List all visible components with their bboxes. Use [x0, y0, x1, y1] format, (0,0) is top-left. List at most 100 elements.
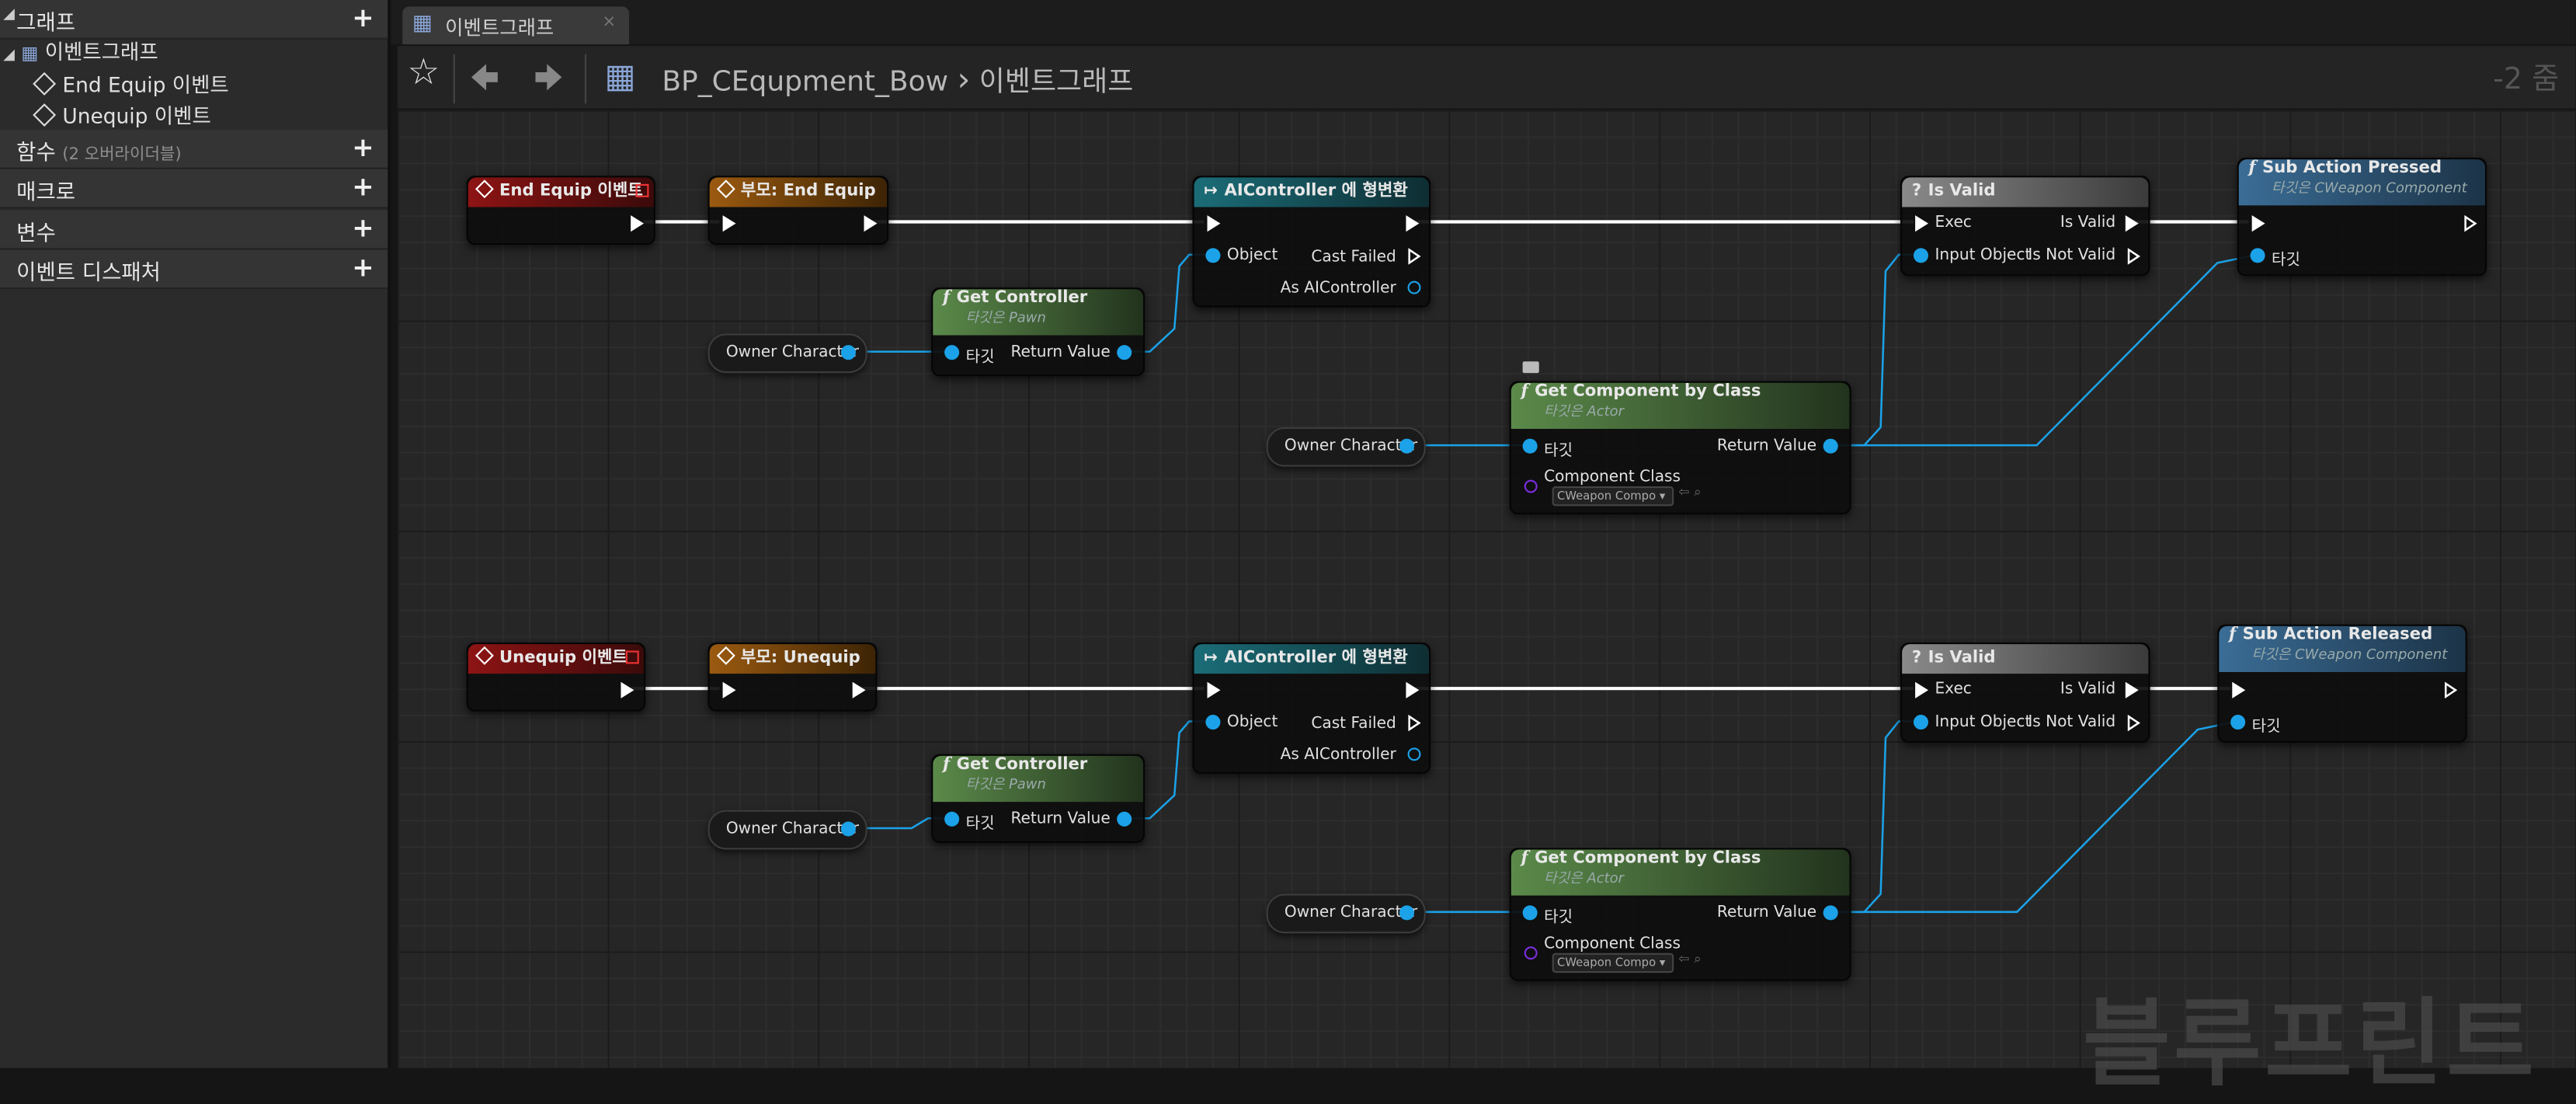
- exec-in-pin[interactable]: [1915, 215, 1929, 232]
- pin-label: 타깃: [2272, 251, 2301, 270]
- owner-character-pin[interactable]: [1399, 905, 1415, 921]
- expand-arrow-icon[interactable]: ◢: [3, 47, 15, 64]
- owner-character-getter[interactable]: Owner Character: [707, 333, 867, 374]
- exec-out-pin[interactable]: [852, 681, 866, 698]
- return-value-pin[interactable]: [1117, 345, 1132, 360]
- delegate-pin-icon[interactable]: [625, 650, 639, 664]
- target-pin[interactable]: [1522, 438, 1538, 454]
- breadcrumb-separator: ›: [957, 59, 971, 99]
- back-arrow-icon[interactable]: [468, 61, 501, 93]
- is-not-valid-pin[interactable]: [2127, 248, 2140, 265]
- component-class-dropdown[interactable]: CWeapon Compo ▾: [1552, 953, 1674, 973]
- event-graph-tree-item[interactable]: ◢ ▦ 이벤트그래프: [3, 34, 158, 65]
- parent-call-node-unequip[interactable]: 부모: Unequip: [707, 642, 878, 712]
- add-dispatcher-icon[interactable]: +: [352, 251, 374, 283]
- target-pin[interactable]: [1522, 905, 1538, 921]
- event-node-unequip[interactable]: Unequip 이벤트: [466, 642, 646, 712]
- comment-bubble-icon[interactable]: [1522, 361, 1539, 374]
- exec-out-pin[interactable]: [1406, 681, 1420, 698]
- dispatchers-section-header[interactable]: 이벤트 디스패처 +: [0, 249, 388, 290]
- node-title: 부모: End Equip: [740, 182, 876, 201]
- breadcrumb-graph[interactable]: 이벤트그래프: [979, 65, 1134, 99]
- input-object-pin[interactable]: [1913, 248, 1929, 263]
- exec-out-pin[interactable]: [1406, 215, 1420, 232]
- event-diamond-icon: [475, 179, 494, 199]
- cast-node-aicontroller[interactable]: ↦AIController 에 형변환 Object Cast Failed A…: [1192, 176, 1431, 308]
- target-pin[interactable]: [2250, 248, 2265, 263]
- target-pin[interactable]: [2230, 715, 2246, 730]
- as-aicontroller-pin[interactable]: [1407, 280, 1421, 294]
- target-pin[interactable]: [944, 811, 960, 827]
- owner-character-getter[interactable]: Owner Character: [1266, 427, 1426, 467]
- is-not-valid-pin[interactable]: [2127, 715, 2140, 732]
- exec-out-pin[interactable]: [864, 215, 878, 232]
- as-aicontroller-pin[interactable]: [1407, 747, 1421, 761]
- add-macro-icon[interactable]: +: [352, 170, 374, 203]
- tree-item-end-equip[interactable]: End Equip 이벤트: [33, 68, 229, 99]
- functions-section-header[interactable]: 함수(2 오버라이더블) +: [0, 130, 388, 169]
- collapse-arrow-icon[interactable]: ◢: [3, 6, 15, 23]
- delegate-pin-icon[interactable]: [635, 183, 649, 197]
- breadcrumb-blueprint[interactable]: BP_CEqupment_Bow: [662, 65, 949, 99]
- variables-section-header[interactable]: 변수 +: [0, 210, 388, 250]
- browse-icon[interactable]: ⇦ ⌕: [1678, 484, 1702, 500]
- input-object-pin[interactable]: [1913, 715, 1929, 730]
- return-value-pin[interactable]: [1823, 905, 1838, 921]
- owner-character-getter[interactable]: Owner Character: [707, 810, 867, 850]
- graph-icon: ▦: [412, 11, 433, 37]
- exec-in-pin[interactable]: [722, 215, 736, 232]
- tab-event-graph[interactable]: ▦ 이벤트그래프 ×: [402, 6, 630, 45]
- is-valid-node[interactable]: ?Is Valid Exec Is Valid Input Object Is …: [1900, 176, 2150, 277]
- tree-item-label: Unequip 이벤트: [62, 103, 211, 128]
- macros-section-header[interactable]: 매크로 +: [0, 169, 388, 209]
- component-class-dropdown[interactable]: CWeapon Compo ▾: [1552, 486, 1674, 507]
- exec-in-pin[interactable]: [1207, 681, 1221, 698]
- owner-character-pin[interactable]: [840, 345, 856, 360]
- cast-arrows-icon: ↦: [1204, 182, 1218, 201]
- graph-canvas[interactable]: [397, 110, 2576, 1068]
- component-class-pin[interactable]: [1524, 479, 1538, 493]
- browse-icon[interactable]: ⇦ ⌕: [1678, 951, 1702, 966]
- forward-arrow-icon[interactable]: [532, 61, 565, 93]
- exec-out-pin[interactable]: [631, 215, 645, 232]
- cast-failed-pin[interactable]: [1408, 248, 1421, 265]
- is-valid-out-pin[interactable]: [2125, 215, 2139, 232]
- component-class-pin[interactable]: [1524, 946, 1538, 960]
- is-valid-node[interactable]: ?Is Valid Exec Is Valid Input Object Is …: [1900, 642, 2150, 743]
- exec-in-pin[interactable]: [1207, 215, 1221, 232]
- cast-node-aicontroller[interactable]: ↦AIController 에 형변환 Object Cast Failed A…: [1192, 642, 1431, 775]
- exec-in-pin[interactable]: [2232, 681, 2246, 698]
- add-variable-icon[interactable]: +: [352, 211, 374, 244]
- breadcrumb: BP_CEqupment_Bow › 이벤트그래프: [662, 57, 1133, 99]
- add-function-icon[interactable]: +: [352, 131, 374, 163]
- add-graph-icon[interactable]: +: [352, 2, 374, 33]
- owner-character-pin[interactable]: [840, 821, 856, 837]
- graph-section-header[interactable]: ◢ 그래프 +: [0, 0, 388, 40]
- owner-character-pin[interactable]: [1399, 438, 1415, 454]
- exec-out-pin[interactable]: [2444, 681, 2458, 698]
- event-node-end-equip[interactable]: End Equip 이벤트: [466, 176, 655, 246]
- return-value-pin[interactable]: [1117, 811, 1132, 827]
- parent-call-node-end-equip[interactable]: 부모: End Equip: [707, 176, 889, 246]
- return-value-pin[interactable]: [1823, 438, 1838, 454]
- star-icon[interactable]: ☆: [407, 52, 440, 94]
- owner-character-getter[interactable]: Owner Character: [1266, 893, 1426, 934]
- exec-in-pin[interactable]: [2251, 215, 2265, 232]
- tree-item-unequip[interactable]: Unequip 이벤트: [33, 99, 211, 130]
- is-valid-out-pin[interactable]: [2125, 681, 2139, 698]
- object-pin[interactable]: [1205, 248, 1221, 263]
- exec-out-pin[interactable]: [621, 681, 634, 698]
- exec-out-pin[interactable]: [2464, 215, 2477, 232]
- close-tab-icon[interactable]: ×: [602, 12, 617, 32]
- exec-in-pin[interactable]: [722, 681, 736, 698]
- object-pin[interactable]: [1205, 715, 1221, 730]
- target-pin[interactable]: [944, 345, 960, 360]
- exec-in-pin[interactable]: [1915, 681, 1929, 698]
- cast-failed-pin[interactable]: [1408, 715, 1421, 732]
